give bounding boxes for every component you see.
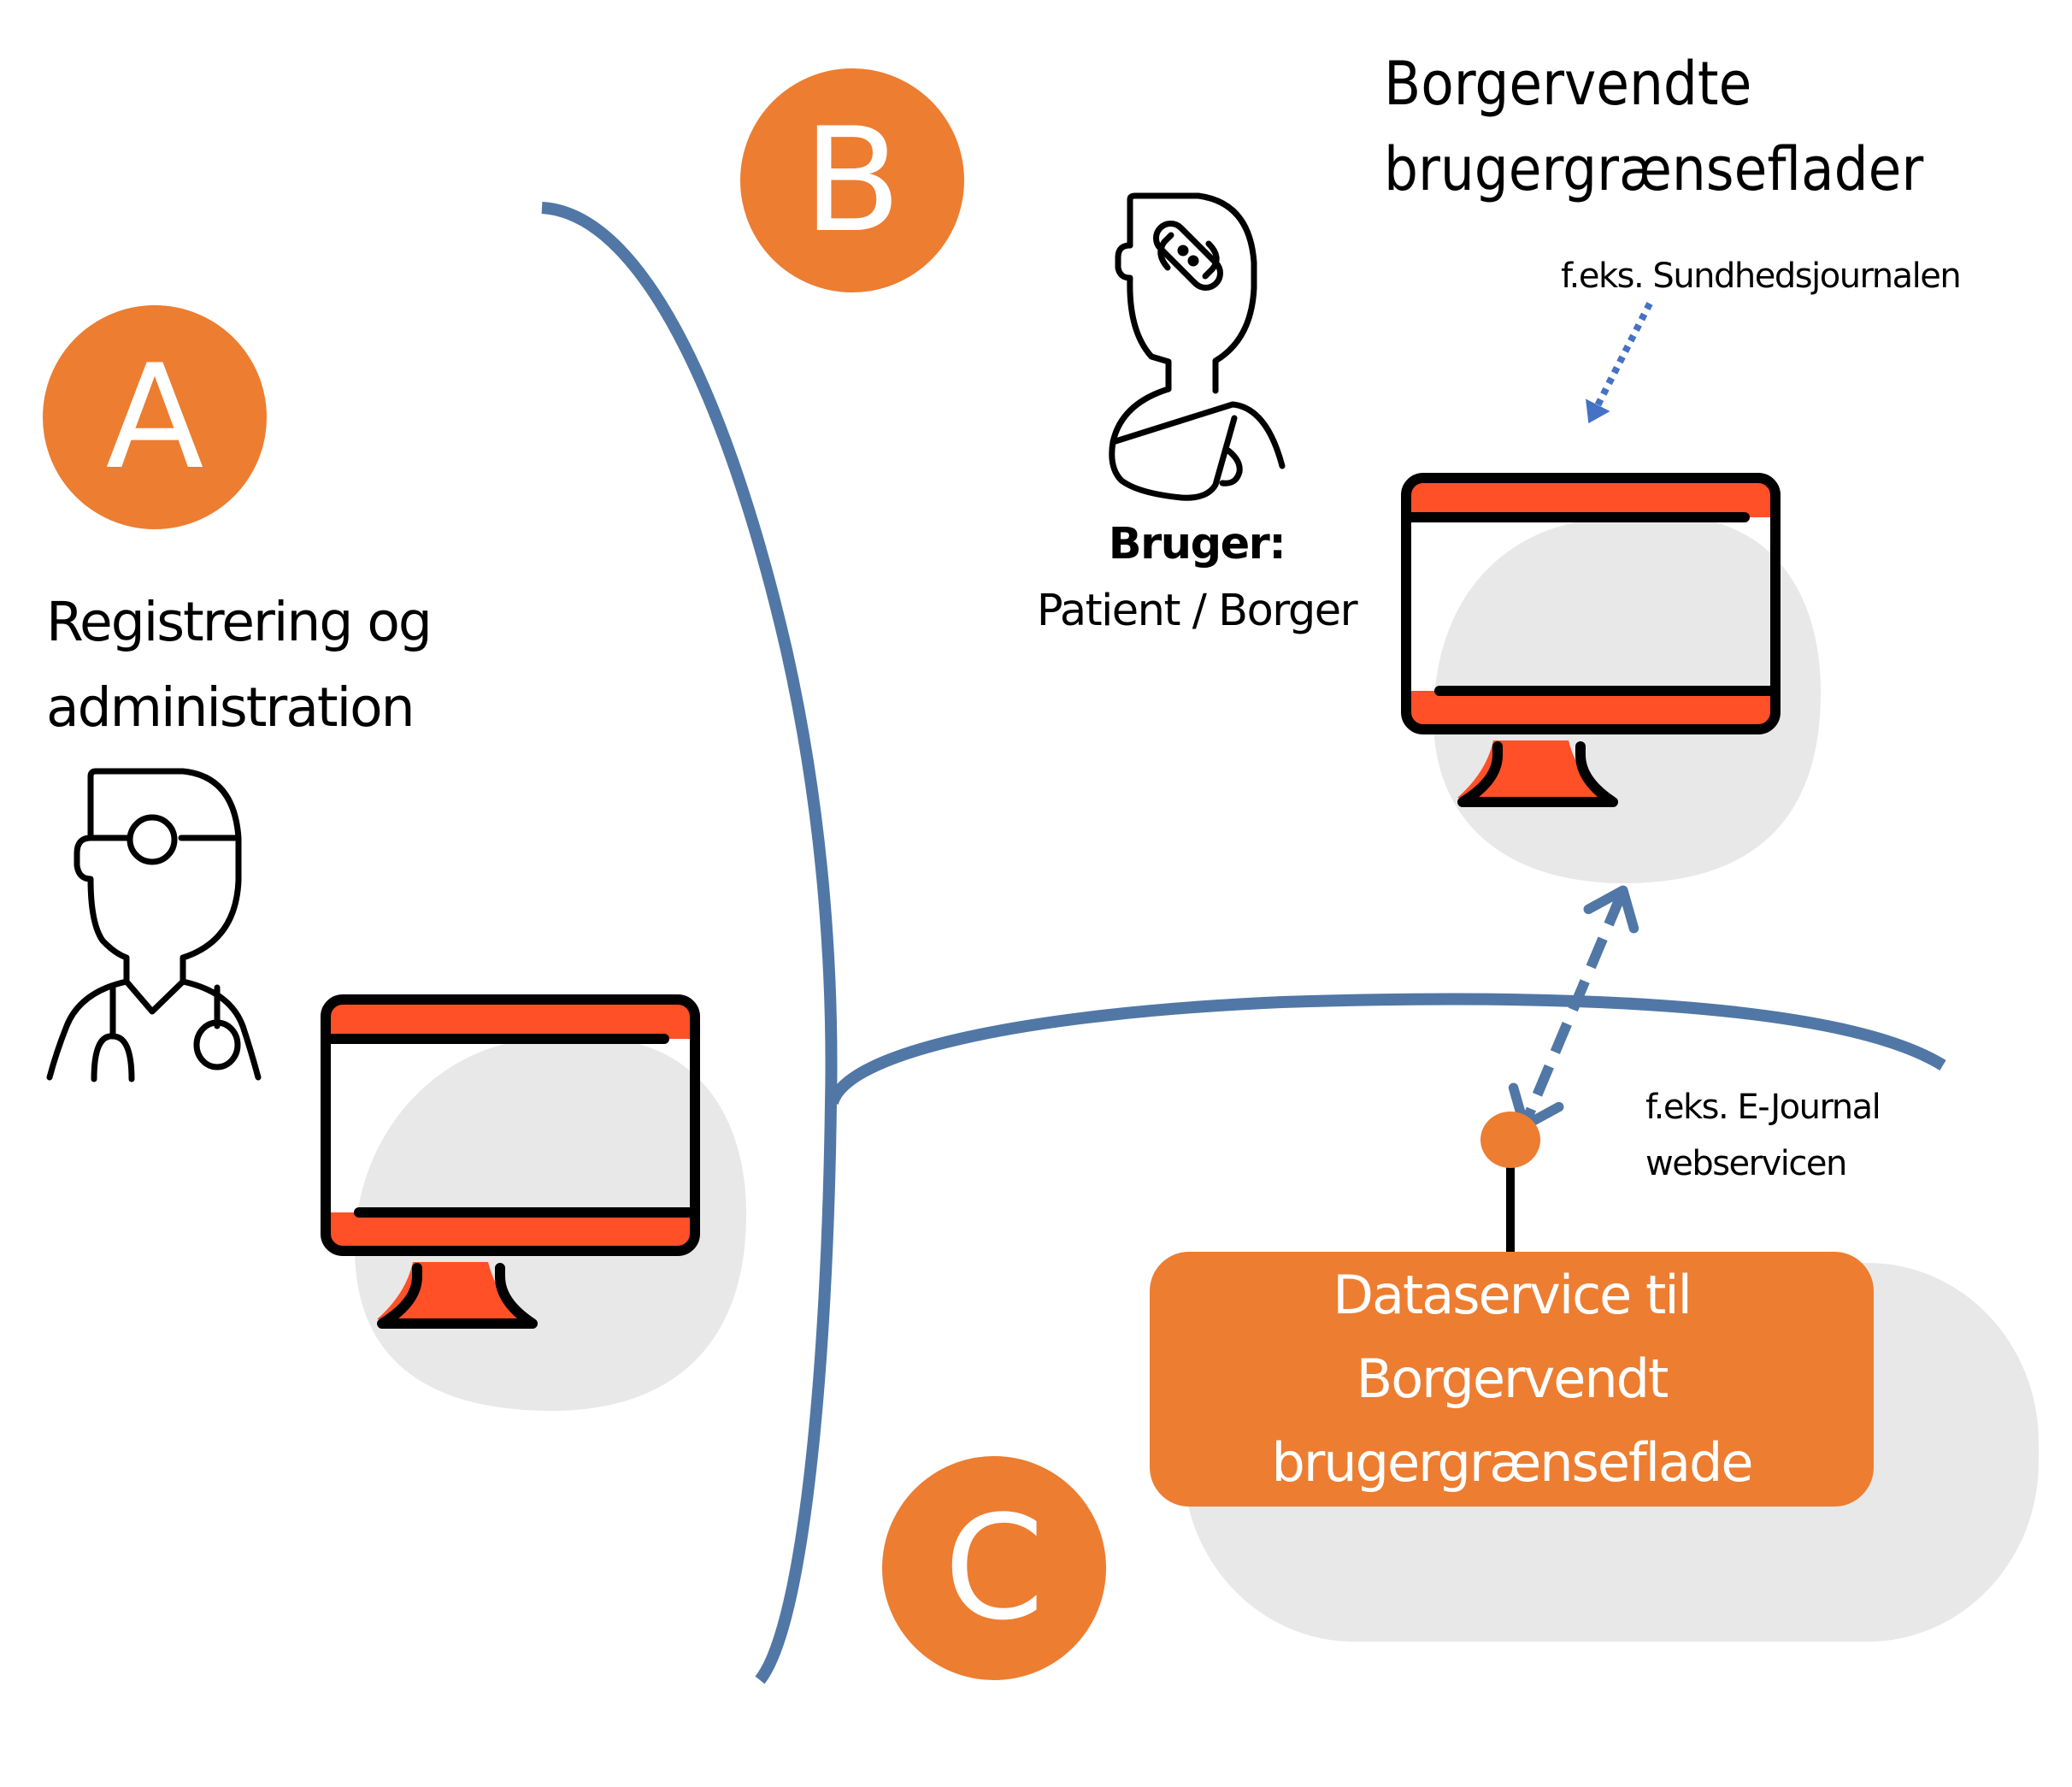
badge-c: C bbox=[882, 1456, 1106, 1680]
divider-horizontal bbox=[827, 993, 1946, 1106]
user-label: Bruger: Patient / Borger bbox=[1009, 511, 1385, 645]
note-ejournal-line2: webservicen bbox=[1645, 1144, 1847, 1183]
dataservice-line2: Borgervendt bbox=[1356, 1348, 1669, 1410]
patient-with-bandage-icon bbox=[1109, 192, 1286, 501]
section-a-line2: administration bbox=[46, 676, 415, 739]
badge-a: A bbox=[43, 305, 267, 529]
section-b-title: Borgervendte brugergrænseflader bbox=[1384, 41, 1923, 212]
dataservice-line3: brugergrænseflade bbox=[1271, 1431, 1753, 1494]
section-b-title-line1: Borgervendte bbox=[1384, 49, 1752, 119]
note-ejournal: f.eks. E-Journal webservicen bbox=[1645, 1079, 1881, 1192]
dataservice-box: Dataservice til Borgervendt brugergrænse… bbox=[1150, 1252, 1874, 1507]
user-label-heading: Bruger: bbox=[1108, 519, 1286, 569]
section-b-title-line2: brugergrænseflader bbox=[1384, 134, 1924, 204]
section-a-line1: Registrering og bbox=[46, 591, 433, 653]
dataservice-line1: Dataservice til bbox=[1333, 1264, 1692, 1326]
interface-dot bbox=[1480, 1112, 1540, 1168]
note-sundhedsjournalen: f.eks. Sundhedsjournalen bbox=[1561, 257, 1962, 296]
doctor-with-stethoscope-icon bbox=[46, 768, 262, 1082]
desktop-monitor-icon bbox=[321, 994, 700, 1329]
note-ejournal-line1: f.eks. E-Journal bbox=[1645, 1088, 1881, 1127]
dashed-double-arrow bbox=[1508, 885, 1639, 1131]
section-a-label: Registrering og administration bbox=[46, 580, 433, 751]
user-label-value: Patient / Borger bbox=[1036, 586, 1358, 636]
badge-b: B bbox=[740, 68, 964, 292]
dotted-arrow bbox=[1586, 302, 1653, 424]
divider-vertical bbox=[541, 202, 838, 1684]
desktop-monitor-icon bbox=[1401, 473, 1781, 807]
